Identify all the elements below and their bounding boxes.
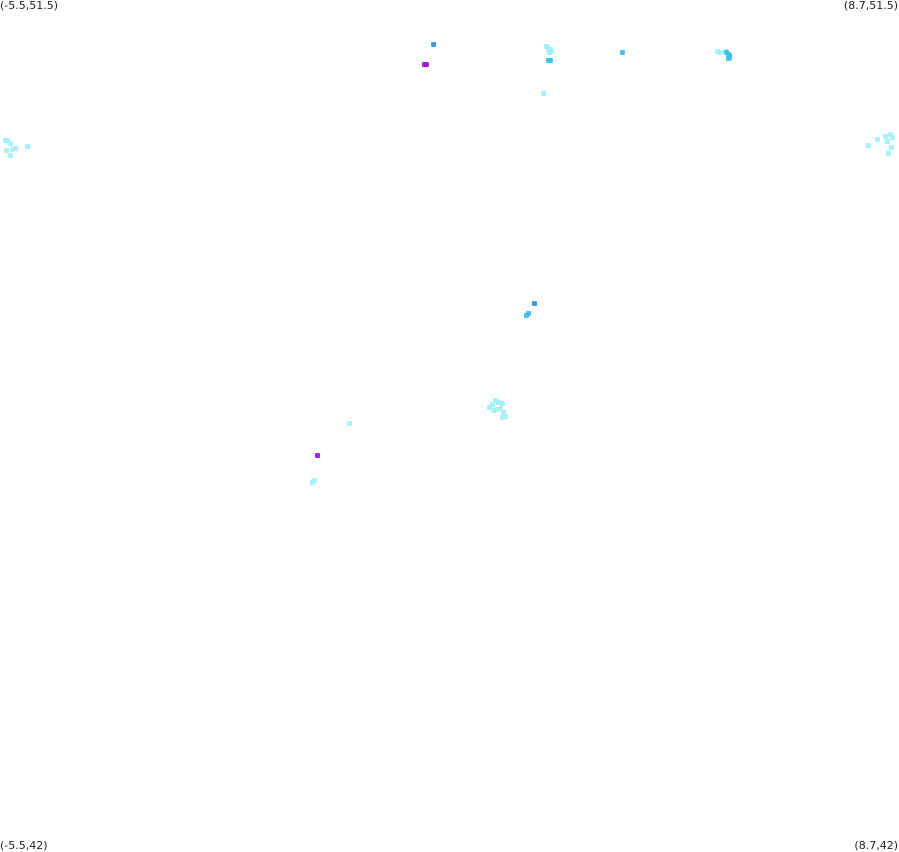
map-point-light: [889, 145, 894, 150]
map-point-light: [25, 144, 30, 149]
map-point-light: [4, 148, 9, 153]
corner-label-top-right: (8.7,51.5): [843, 0, 898, 12]
map-point-light: [875, 137, 880, 142]
map-point-light: [718, 50, 723, 55]
map-point-light: [8, 153, 13, 158]
map-point-light: [498, 406, 503, 411]
map-point-light: [500, 415, 505, 420]
map-point-purple: [424, 62, 429, 67]
map-point-light: [866, 143, 871, 148]
map-point-light: [501, 410, 506, 415]
map-point-light: [500, 401, 505, 406]
map-point-light: [496, 400, 501, 405]
map-point-purple: [315, 453, 320, 458]
map-point-light: [885, 139, 890, 144]
corner-label-bottom-left: (-5.5,42): [0, 839, 48, 852]
map-point-light: [10, 147, 15, 152]
map-point-medium: [726, 56, 731, 61]
map-point-light: [8, 141, 13, 146]
map-point-light: [347, 421, 352, 426]
map-point-light: [547, 50, 552, 55]
map-point-light: [890, 135, 895, 140]
map-point-light: [491, 408, 496, 413]
map-point-dark: [431, 42, 436, 47]
corner-label-top-left: (-5.5,51.5): [0, 0, 59, 12]
map-point-dark: [532, 301, 537, 306]
map-point-light: [312, 478, 317, 483]
map-point-light: [883, 134, 888, 139]
map-point-light: [886, 151, 891, 156]
map-point-medium: [620, 50, 625, 55]
corner-label-bottom-right: (8.7,42): [854, 839, 898, 852]
map-point-medium: [548, 58, 553, 63]
map-point-light: [541, 91, 546, 96]
map-point-medium: [524, 313, 529, 318]
map-point-light: [490, 402, 495, 407]
